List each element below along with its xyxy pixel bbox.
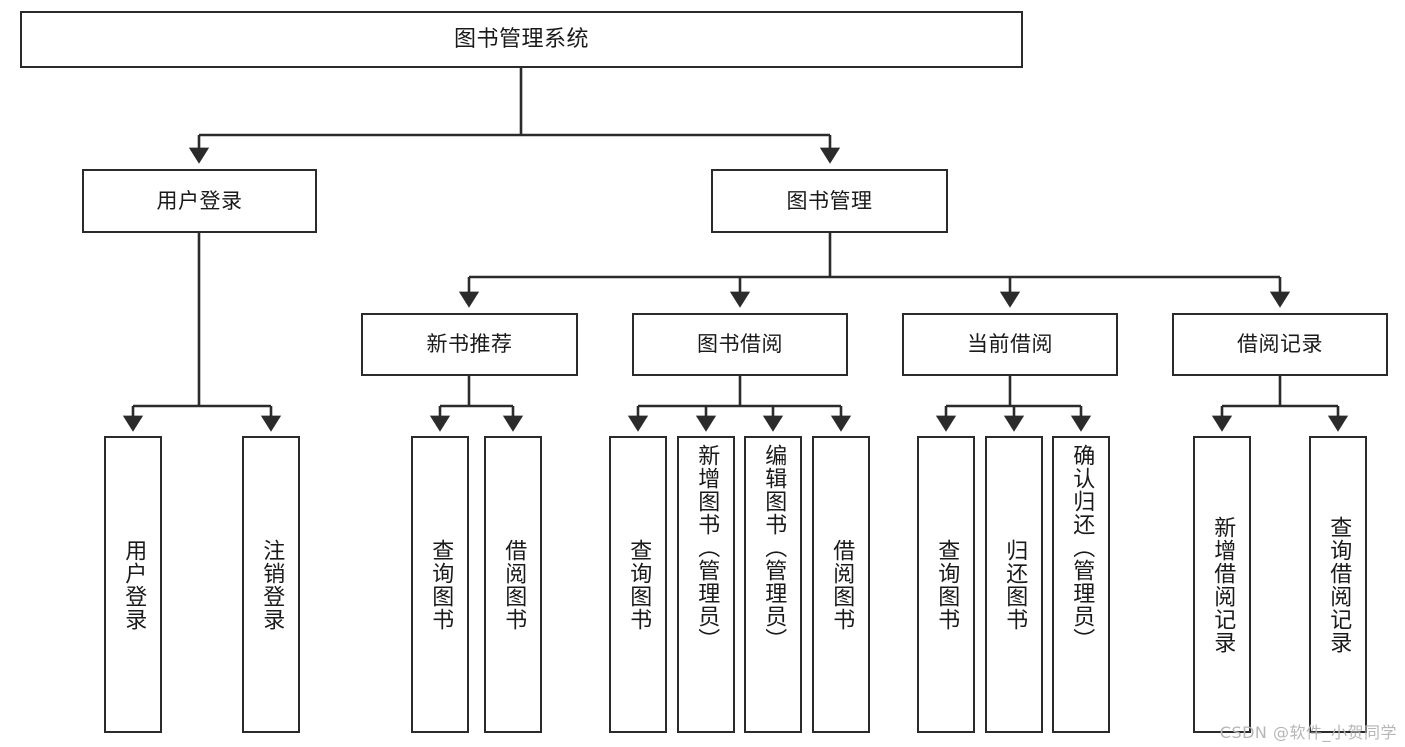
node-new-book-recommend[interactable]: 新书推荐 xyxy=(361,313,578,376)
leaf-book-borrow-add-book-admin[interactable]: 新增图书（管理员） xyxy=(677,436,735,733)
leaf-borrow-record-query-record[interactable]: 查询借阅记录 xyxy=(1309,436,1367,733)
node-label: 注销登录 xyxy=(259,538,285,631)
leaf-current-borrow-query-book[interactable]: 查询图书 xyxy=(917,436,975,733)
leaf-user-login-login[interactable]: 用户登录 xyxy=(104,436,162,733)
node-label: 图书管理系统 xyxy=(453,26,589,52)
leaf-new-book-borrow-book[interactable]: 借阅图书 xyxy=(484,436,542,733)
node-label: 图书管理 xyxy=(786,188,873,213)
leaf-book-borrow-edit-book-admin[interactable]: 编辑图书（管理员） xyxy=(744,436,802,733)
node-label: 借阅图书 xyxy=(501,538,527,631)
node-root-book-management-system[interactable]: 图书管理系统 xyxy=(20,11,1023,68)
leaf-borrow-record-add-record[interactable]: 新增借阅记录 xyxy=(1193,436,1251,733)
node-label: 编辑图书（管理员） xyxy=(761,444,787,651)
node-label: 查询图书 xyxy=(428,538,454,631)
leaf-user-login-logout[interactable]: 注销登录 xyxy=(242,436,300,733)
node-label: 借阅记录 xyxy=(1237,332,1323,357)
node-label: 图书借阅 xyxy=(697,332,783,357)
node-label: 新增图书（管理员） xyxy=(694,444,720,651)
leaf-new-book-query-book[interactable]: 查询图书 xyxy=(411,436,469,733)
leaf-book-borrow-query-book[interactable]: 查询图书 xyxy=(609,436,667,733)
leaf-current-borrow-confirm-return-admin[interactable]: 确认归还（管理员） xyxy=(1052,436,1110,733)
node-label: 查询图书 xyxy=(626,538,652,631)
node-label: 新书推荐 xyxy=(426,332,513,357)
node-label: 查询借阅记录 xyxy=(1326,515,1352,654)
node-book-management[interactable]: 图书管理 xyxy=(711,169,948,233)
node-borrow-record[interactable]: 借阅记录 xyxy=(1172,313,1388,376)
leaf-current-borrow-return-book[interactable]: 归还图书 xyxy=(985,436,1043,733)
node-label: 确认归还（管理员） xyxy=(1069,444,1095,651)
node-label: 新增借阅记录 xyxy=(1210,515,1236,654)
node-label: 用户登录 xyxy=(156,188,243,213)
leaf-book-borrow-borrow-book[interactable]: 借阅图书 xyxy=(812,436,870,733)
node-label: 当前借阅 xyxy=(967,332,1053,357)
node-label: 用户登录 xyxy=(121,538,147,631)
node-label: 借阅图书 xyxy=(829,538,855,631)
node-label: 查询图书 xyxy=(934,538,960,631)
node-user-login[interactable]: 用户登录 xyxy=(82,169,317,233)
node-current-borrow[interactable]: 当前借阅 xyxy=(902,313,1118,376)
node-book-borrow[interactable]: 图书借阅 xyxy=(632,313,848,376)
node-label: 归还图书 xyxy=(1002,538,1028,631)
watermark-text: CSDN @软件_小贺同学 xyxy=(1219,723,1397,742)
